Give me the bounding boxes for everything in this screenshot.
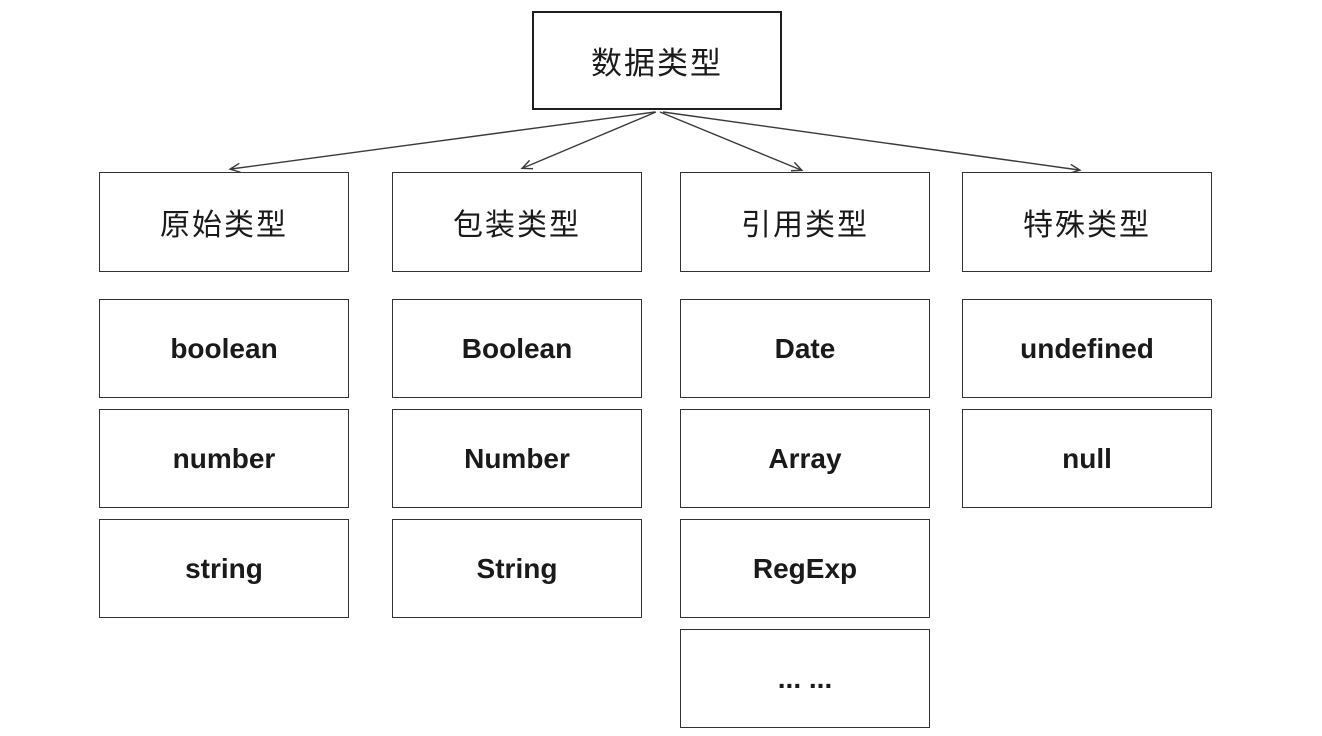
- type-label: Boolean: [461, 332, 573, 364]
- category-label: 引用类型: [741, 209, 869, 242]
- type-label: String: [476, 552, 558, 584]
- type-label: Array: [768, 442, 842, 474]
- arrow-to-wrapper: [523, 111, 657, 168]
- type-box-date: Date: [680, 299, 930, 398]
- type-label: null: [1062, 442, 1112, 474]
- type-box-array: Array: [680, 409, 930, 508]
- type-box-string-wrapper: String: [392, 519, 642, 618]
- type-label: number: [172, 442, 276, 474]
- type-label: boolean: [170, 332, 278, 364]
- type-label: RegExp: [752, 552, 858, 584]
- category-label: 包装类型: [453, 209, 581, 242]
- category-label: 原始类型: [160, 209, 288, 242]
- arrow-to-primitive: [231, 111, 656, 169]
- category-label: 特殊类型: [1023, 209, 1151, 242]
- type-label: Number: [464, 442, 570, 474]
- type-box-regexp: RegExp: [680, 519, 930, 618]
- root-label: 数据类型: [591, 46, 723, 81]
- type-label: ... ...: [777, 662, 833, 694]
- type-box-boolean: boolean: [99, 299, 349, 398]
- category-box-wrapper: 包装类型: [392, 172, 642, 272]
- type-box-number-wrapper: Number: [392, 409, 642, 508]
- arrow-to-reference: [659, 111, 801, 170]
- category-box-reference: 引用类型: [680, 172, 930, 272]
- type-box-ellipsis: ... ...: [680, 629, 930, 728]
- root-box: 数据类型: [532, 11, 782, 110]
- category-box-special: 特殊类型: [962, 172, 1212, 272]
- type-box-boolean-wrapper: Boolean: [392, 299, 642, 398]
- type-label: undefined: [1020, 332, 1154, 364]
- type-box-null: null: [962, 409, 1212, 508]
- type-box-number: number: [99, 409, 349, 508]
- category-box-primitive: 原始类型: [99, 172, 349, 272]
- type-box-string: string: [99, 519, 349, 618]
- arrow-to-special: [662, 111, 1079, 170]
- type-label: Date: [774, 332, 836, 364]
- type-box-undefined: undefined: [962, 299, 1212, 398]
- type-label: string: [185, 552, 263, 584]
